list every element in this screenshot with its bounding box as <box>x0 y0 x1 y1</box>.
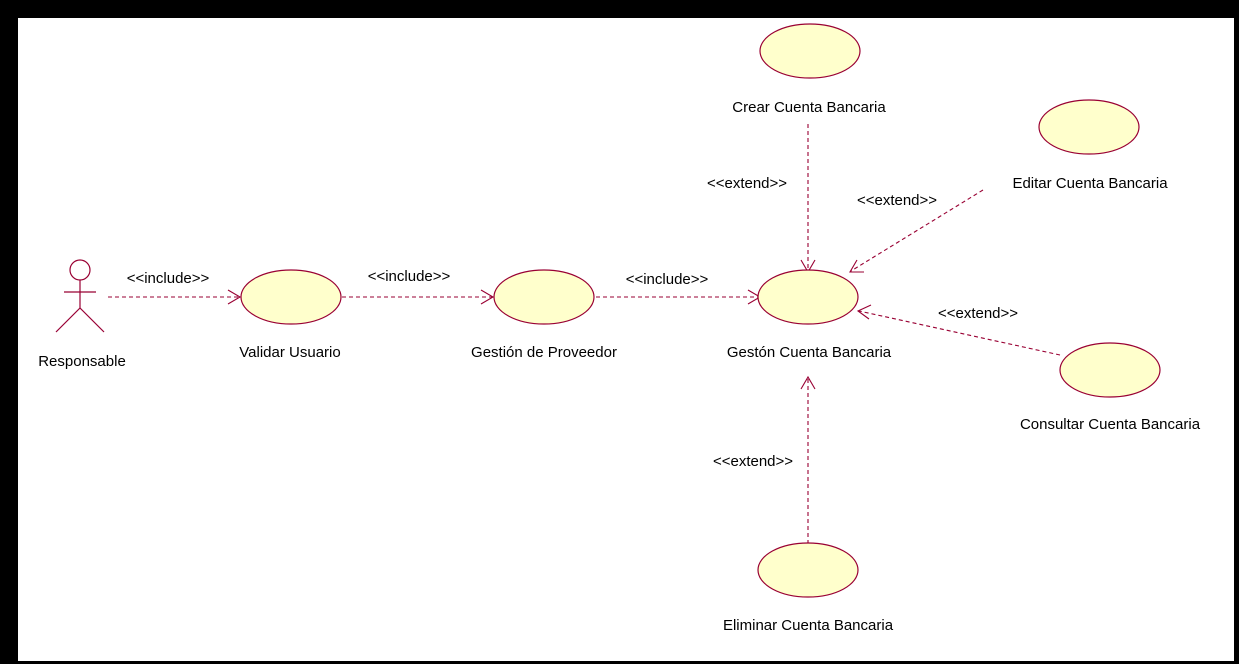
stereotype-label: <<extend>> <box>938 305 1018 322</box>
actor-label: Responsable <box>38 353 126 370</box>
use-case-crear-cuenta-bancaria[interactable]: Crear Cuenta Bancaria <box>732 23 886 116</box>
actor-right-leg <box>79 307 105 333</box>
use-case-ellipse <box>240 269 342 325</box>
use-case-ellipse <box>759 23 861 79</box>
relation-line <box>850 189 984 272</box>
use-case-consultar-cuenta-bancaria[interactable]: Consultar Cuenta Bancaria <box>1020 342 1201 433</box>
use-case-label: Validar Usuario <box>239 344 340 361</box>
use-case-ellipse <box>1059 342 1161 398</box>
stereotype-label: <<extend>> <box>707 175 787 192</box>
use-case-ellipse <box>493 269 595 325</box>
use-case-label: Eliminar Cuenta Bancaria <box>723 617 894 634</box>
arrowhead-icon <box>800 375 816 390</box>
arrowhead-icon <box>856 304 872 320</box>
relation-extend-eliminar[interactable]: <<extend>> <box>713 375 816 544</box>
stereotype-label: <<include>> <box>368 268 451 285</box>
use-case-validar-usuario[interactable]: Validar Usuario <box>239 269 342 361</box>
stereotype-label: <<include>> <box>127 270 210 287</box>
relation-include-actor-validar[interactable]: <<include>> <box>108 270 242 305</box>
relation-extend-consultar[interactable]: <<extend>> <box>856 304 1061 356</box>
stereotype-label: <<include>> <box>626 271 709 288</box>
use-case-ellipse <box>757 542 859 598</box>
use-case-gestion-proveedor[interactable]: Gestión de Proveedor <box>471 269 617 361</box>
use-case-gestion-cuenta-bancaria[interactable]: Gestón Cuenta Bancaria <box>727 269 892 361</box>
arrowhead-icon <box>480 289 495 305</box>
use-case-label: Consultar Cuenta Bancaria <box>1020 416 1201 433</box>
use-case-ellipse <box>1038 99 1140 155</box>
use-case-label: Gestón Cuenta Bancaria <box>727 344 892 361</box>
use-case-label: Editar Cuenta Bancaria <box>1012 175 1168 192</box>
stereotype-label: <<extend>> <box>713 453 793 470</box>
use-case-editar-cuenta-bancaria[interactable]: Editar Cuenta Bancaria <box>1012 99 1168 192</box>
use-case-ellipse <box>757 269 859 325</box>
use-case-label: Gestión de Proveedor <box>471 344 617 361</box>
relation-extend-crear[interactable]: <<extend>> <box>707 124 816 274</box>
actor-left-leg <box>55 307 81 333</box>
actor-responsable[interactable]: Responsable <box>38 259 126 370</box>
arrowhead-icon <box>227 289 242 305</box>
relation-line <box>858 310 1061 356</box>
use-case-eliminar-cuenta-bancaria[interactable]: Eliminar Cuenta Bancaria <box>723 542 894 634</box>
relation-include-validar-proveedor[interactable]: <<include>> <box>342 268 495 305</box>
stereotype-label: <<extend>> <box>857 192 937 209</box>
canvas-background <box>18 18 1234 661</box>
arrowhead-icon <box>849 259 864 273</box>
relation-extend-editar[interactable]: <<extend>> <box>849 189 984 273</box>
use-case-label: Crear Cuenta Bancaria <box>732 99 886 116</box>
